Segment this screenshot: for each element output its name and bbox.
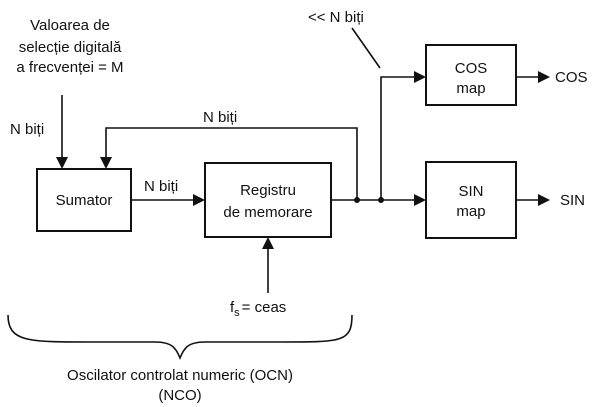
input-label-line3: a frecvenței = M (16, 59, 123, 76)
register-label-line2: de memorare (223, 204, 312, 221)
caption-line1: Oscilator controlat numeric (OCN) (67, 367, 293, 384)
cos-output-label: COS (555, 69, 588, 86)
clock-symbol: f (230, 299, 235, 316)
sin-map-label-line1: SIN (458, 183, 483, 200)
input-label-line1: Valoarea de (30, 17, 110, 34)
register-bits-label: N biți (144, 178, 178, 195)
adder-to-register-arrowhead (193, 194, 205, 206)
cos-map-label-line1: COS (455, 60, 488, 77)
clock-label: fs= ceas (230, 299, 286, 319)
clock-subscript: s (234, 307, 240, 319)
clock-text: = ceas (242, 299, 287, 316)
sin-input-arrowhead (414, 194, 426, 206)
sin-map-block (425, 161, 517, 239)
input-bits-label: N biți (10, 121, 44, 138)
clock-arrowhead (262, 237, 274, 249)
sin-output-arrowhead (538, 194, 550, 206)
nco-brace (7, 314, 353, 361)
adder-label: Sumator (56, 192, 113, 209)
caption-line2: (NCO) (158, 387, 201, 404)
cos-map-block (425, 44, 517, 106)
input-label-line2: selecție digitală (19, 39, 122, 56)
feedback-bits-label: N biți (203, 109, 237, 126)
register-label-line1: Registru (240, 182, 296, 199)
cos-map-label-line2: map (456, 80, 485, 97)
cos-branch-junction (378, 197, 384, 203)
cos-branch-wire (380, 76, 414, 200)
cos-output-arrowhead (538, 71, 550, 83)
input-arrowhead (56, 157, 68, 169)
shift-pointer (351, 27, 381, 69)
feedback-arrowhead (100, 157, 112, 169)
feedback-wire (105, 127, 358, 200)
sin-map-label-line2: map (456, 203, 485, 220)
shift-bits-label: << N biți (308, 9, 364, 26)
register-block (204, 162, 332, 238)
feedback-junction (354, 197, 360, 203)
sin-output-label: SIN (560, 192, 585, 209)
cos-input-arrowhead (414, 71, 426, 83)
